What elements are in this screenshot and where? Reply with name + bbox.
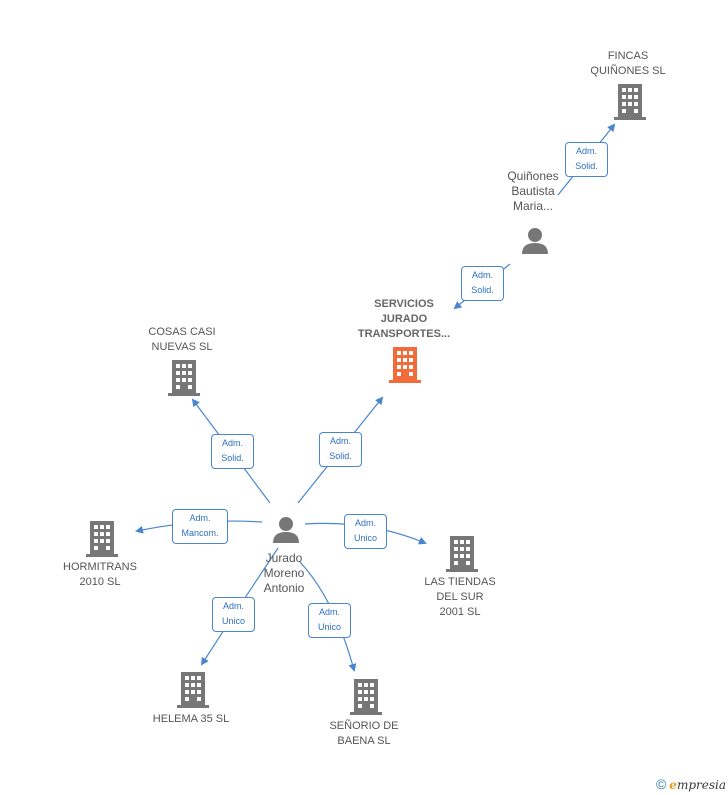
building-icon[interactable] [177,672,209,713]
relation-label[interactable]: Adm. Solid. [319,432,362,467]
empresia-logo: ©empresia [656,776,726,792]
quinones-label[interactable]: Quiñones Bautista Maria... [507,169,559,213]
brand-initial: e [669,778,677,792]
building-icon[interactable] [168,360,200,401]
relation-label[interactable]: Adm. Unico [308,603,351,638]
jurado-label[interactable]: Jurado Moreno Antonio [263,551,305,595]
relation-label[interactable]: Adm. Unico [212,597,255,632]
helema-label[interactable]: HELEMA 35 SL [152,713,230,725]
servicios-label[interactable]: SERVICIOS JURADO TRANSPORTES... [357,298,451,340]
building-icon[interactable] [389,347,421,388]
cosas-label[interactable]: COSAS CASI NUEVAS SL [148,326,216,353]
building-icon[interactable] [614,84,646,125]
brand-name: mpresia [676,778,726,792]
senorio-label[interactable]: SEÑORIO DE BAENA SL [329,720,399,747]
building-icon[interactable] [446,536,478,577]
relation-label[interactable]: Adm. Solid. [565,142,608,177]
building-icon[interactable] [86,521,118,562]
fincas-label[interactable]: FINCAS QUIÑONES SL [590,50,666,77]
copyright-symbol: © [655,776,667,792]
building-icon[interactable] [350,679,382,720]
relation-label[interactable]: Adm. Solid. [461,266,504,301]
person-icon[interactable] [520,226,550,261]
relation-label[interactable]: Adm. Mancom. [172,509,228,544]
tiendas-label[interactable]: LAS TIENDAS DEL SUR 2001 SL [424,576,496,618]
relation-label[interactable]: Adm. Solid. [211,434,254,469]
relation-label[interactable]: Adm. Unico [344,514,387,549]
hormitrans-label[interactable]: HORMITRANS 2010 SL [63,561,137,588]
person-icon[interactable] [271,515,301,550]
